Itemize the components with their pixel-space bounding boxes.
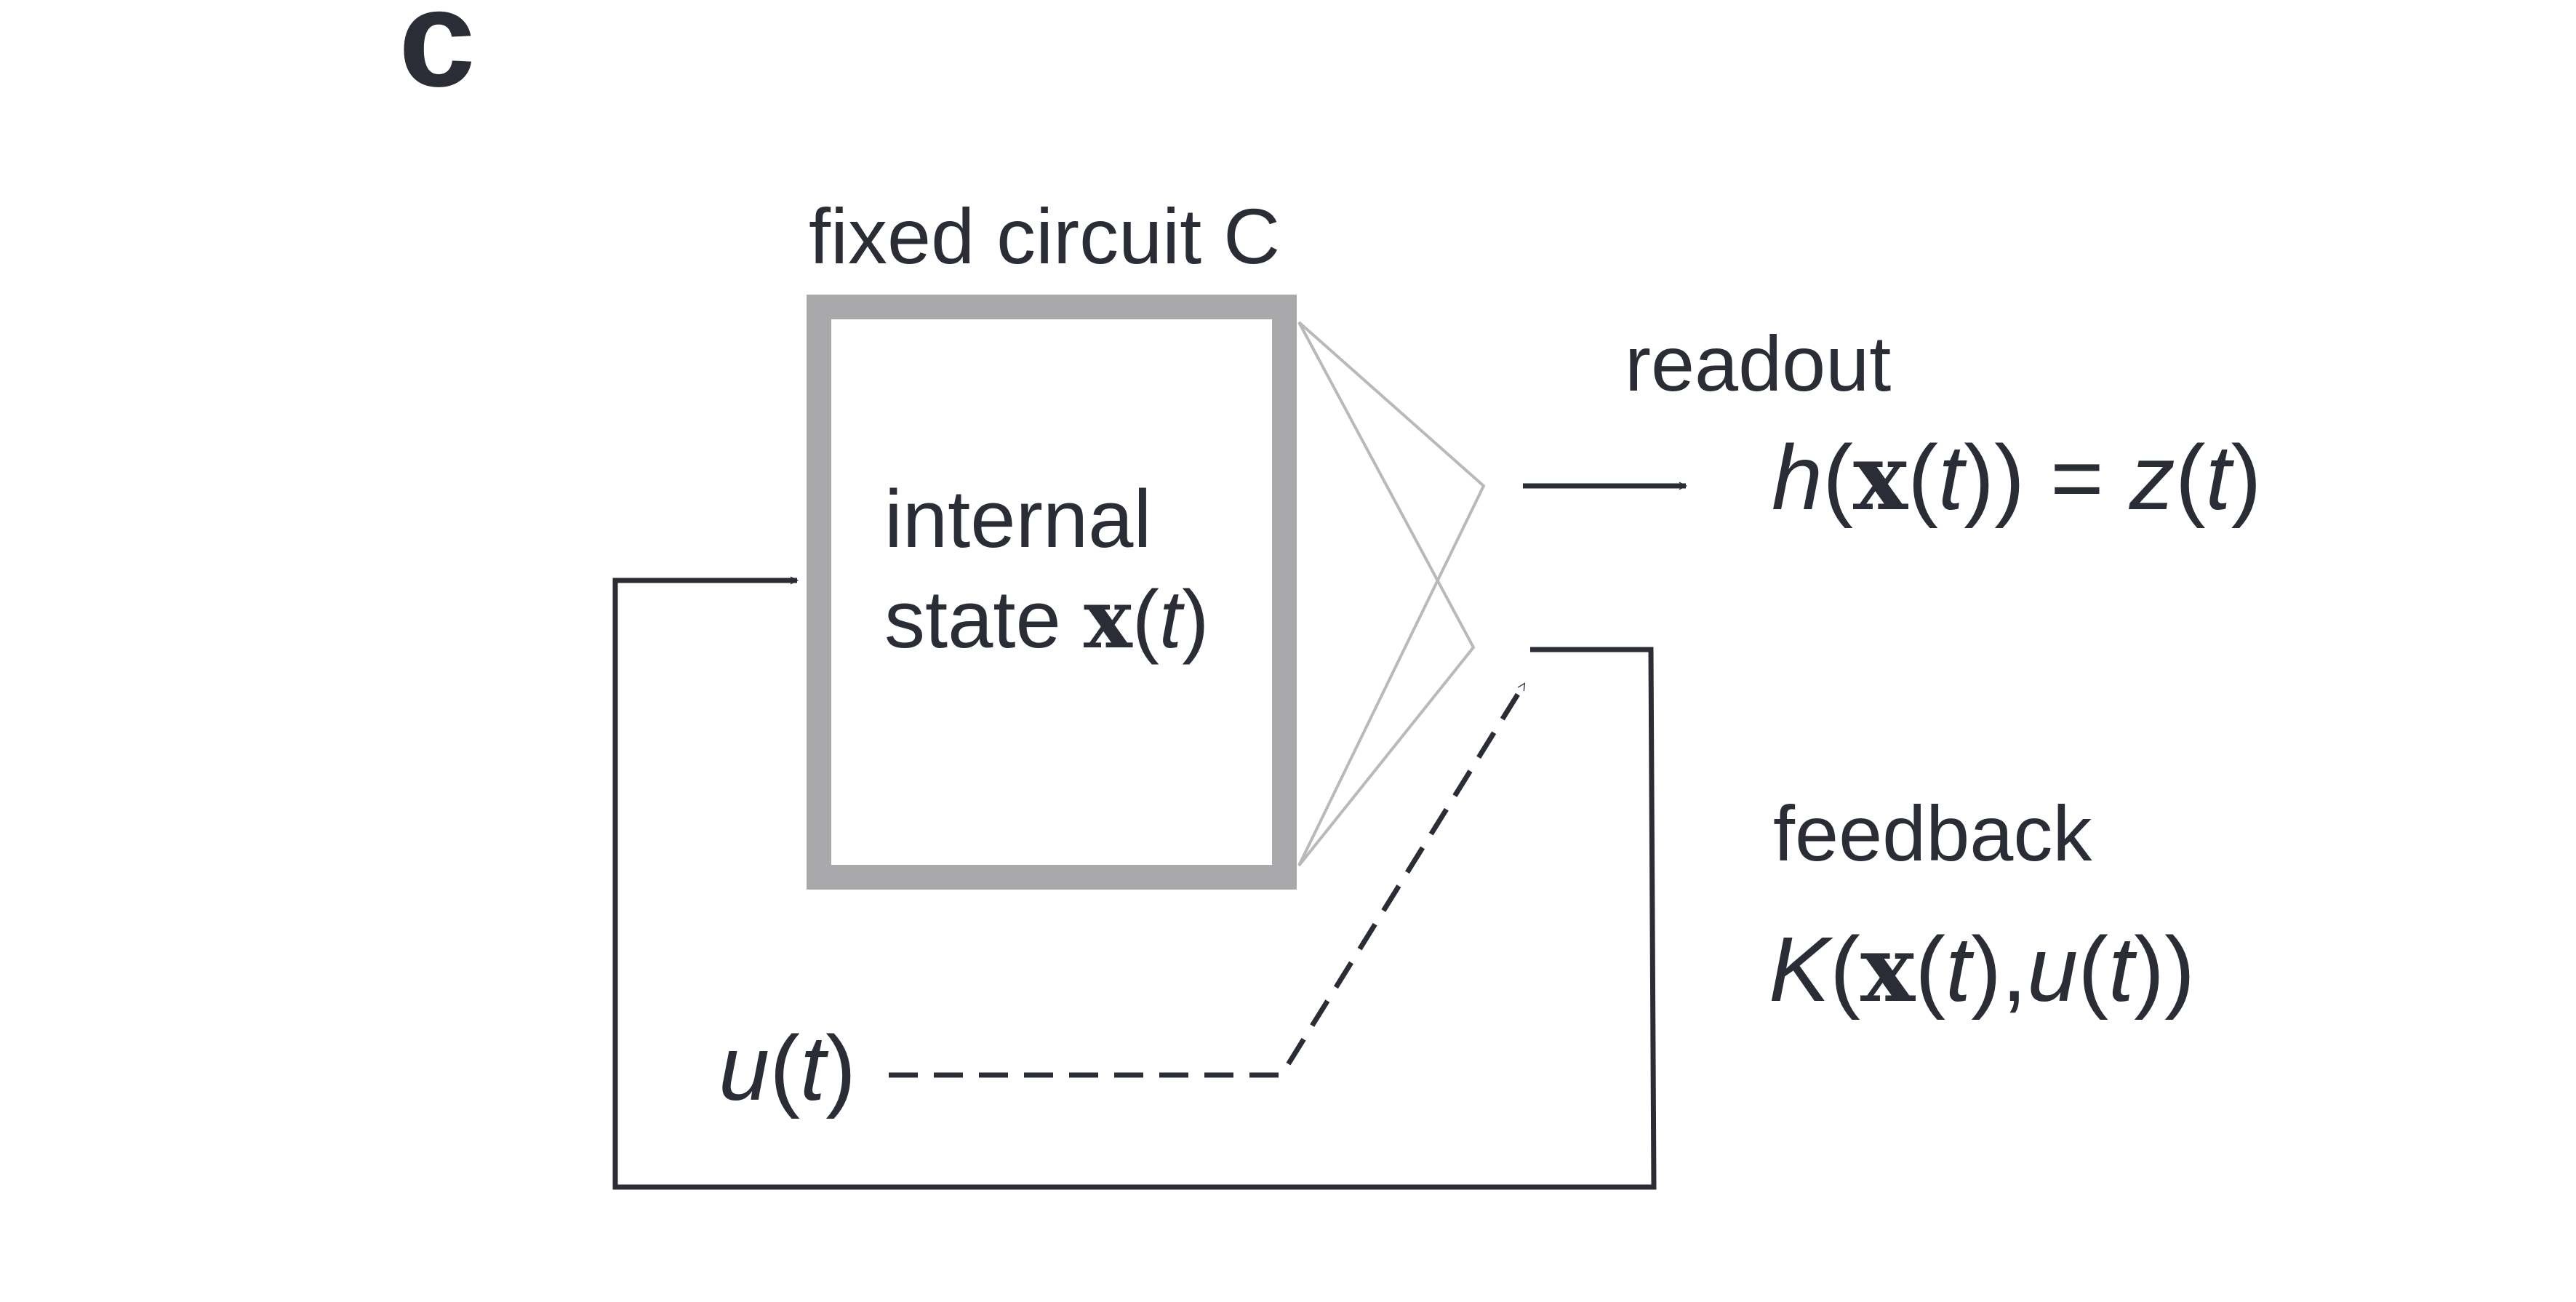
state-label-line1: internal — [884, 474, 1151, 564]
state-open-paren: ( — [1132, 574, 1159, 665]
state-label-line2: state x(t) — [884, 572, 1209, 667]
readout-lines — [1297, 321, 1486, 867]
state-var-x: x — [1084, 572, 1133, 667]
input-label: u(t) — [719, 1017, 856, 1119]
state-var-t: t — [1159, 574, 1185, 665]
feedback-loop — [612, 580, 1657, 1190]
feedback-title: feedback — [1773, 789, 2092, 877]
readout-equation: h(x(t)) = z(t) — [1772, 423, 2262, 531]
state-close-paren: ) — [1182, 574, 1209, 665]
panel-label: c — [399, 0, 476, 116]
state-label-prefix: state — [884, 574, 1084, 665]
input-dashed-arrow — [889, 682, 1527, 1078]
circuit-box — [807, 295, 1297, 890]
feedback-equation: K(x(t),u(t)) — [1769, 915, 2195, 1023]
box-title: fixed circuit C — [809, 192, 1280, 280]
readout-title: readout — [1625, 319, 1891, 407]
